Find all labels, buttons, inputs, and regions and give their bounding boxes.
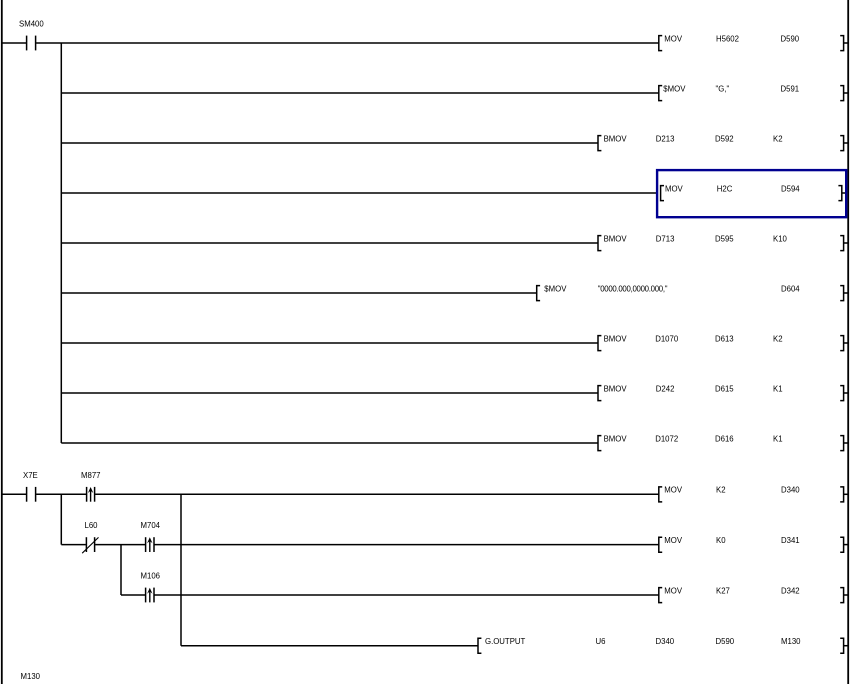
svg-text:D594: D594 — [781, 184, 800, 193]
svg-text:D590: D590 — [716, 637, 735, 646]
svg-text:MOV: MOV — [665, 184, 684, 193]
svg-text:M106: M106 — [141, 572, 161, 581]
svg-text:K1: K1 — [773, 434, 783, 443]
svg-text:M704: M704 — [141, 521, 161, 530]
svg-text:MOV: MOV — [664, 34, 683, 43]
svg-text:"G,": "G," — [716, 84, 730, 93]
svg-text:BMOV: BMOV — [604, 334, 628, 343]
svg-text:H5602: H5602 — [716, 34, 739, 43]
svg-text:H2C: H2C — [717, 184, 733, 193]
svg-text:BMOV: BMOV — [604, 434, 628, 443]
svg-text:D615: D615 — [715, 384, 734, 393]
svg-text:D340: D340 — [656, 637, 675, 646]
svg-text:"0000.000,0000.000,": "0000.000,0000.000," — [598, 284, 668, 293]
svg-text:M877: M877 — [81, 471, 101, 480]
svg-text:K27: K27 — [716, 586, 730, 595]
svg-text:D213: D213 — [656, 134, 675, 143]
svg-text:MOV: MOV — [664, 536, 683, 545]
svg-text:K0: K0 — [716, 536, 726, 545]
svg-text:G.OUTPUT: G.OUTPUT — [485, 637, 526, 646]
svg-text:D613: D613 — [715, 334, 734, 343]
svg-text:M130: M130 — [21, 672, 41, 681]
svg-text:BMOV: BMOV — [604, 134, 628, 143]
svg-text:L60: L60 — [85, 521, 99, 530]
svg-text:K2: K2 — [773, 334, 783, 343]
svg-text:SM400: SM400 — [19, 20, 44, 29]
svg-text:D590: D590 — [781, 34, 800, 43]
svg-text:K2: K2 — [716, 486, 726, 495]
svg-text:BMOV: BMOV — [604, 234, 628, 243]
svg-text:D591: D591 — [781, 84, 800, 93]
svg-text:X7E: X7E — [23, 471, 38, 480]
svg-text:MOV: MOV — [664, 486, 683, 495]
svg-text:D1070: D1070 — [655, 334, 679, 343]
svg-text:K1: K1 — [773, 384, 783, 393]
svg-text:U6: U6 — [596, 637, 606, 646]
svg-text:$MOV: $MOV — [544, 284, 567, 293]
svg-text:D341: D341 — [781, 536, 800, 545]
svg-text:K10: K10 — [773, 234, 788, 243]
svg-text:D342: D342 — [781, 586, 800, 595]
svg-text:D604: D604 — [781, 284, 800, 293]
svg-text:$MOV: $MOV — [663, 84, 686, 93]
svg-text:MOV: MOV — [664, 586, 683, 595]
svg-text:BMOV: BMOV — [604, 384, 628, 393]
svg-text:D713: D713 — [656, 234, 675, 243]
svg-text:K2: K2 — [773, 134, 783, 143]
svg-text:D595: D595 — [715, 234, 734, 243]
svg-text:D1072: D1072 — [655, 434, 678, 443]
svg-text:D616: D616 — [715, 434, 734, 443]
svg-text:D340: D340 — [781, 486, 800, 495]
svg-text:D242: D242 — [656, 384, 675, 393]
svg-text:M130: M130 — [781, 637, 801, 646]
svg-text:D592: D592 — [715, 134, 734, 143]
